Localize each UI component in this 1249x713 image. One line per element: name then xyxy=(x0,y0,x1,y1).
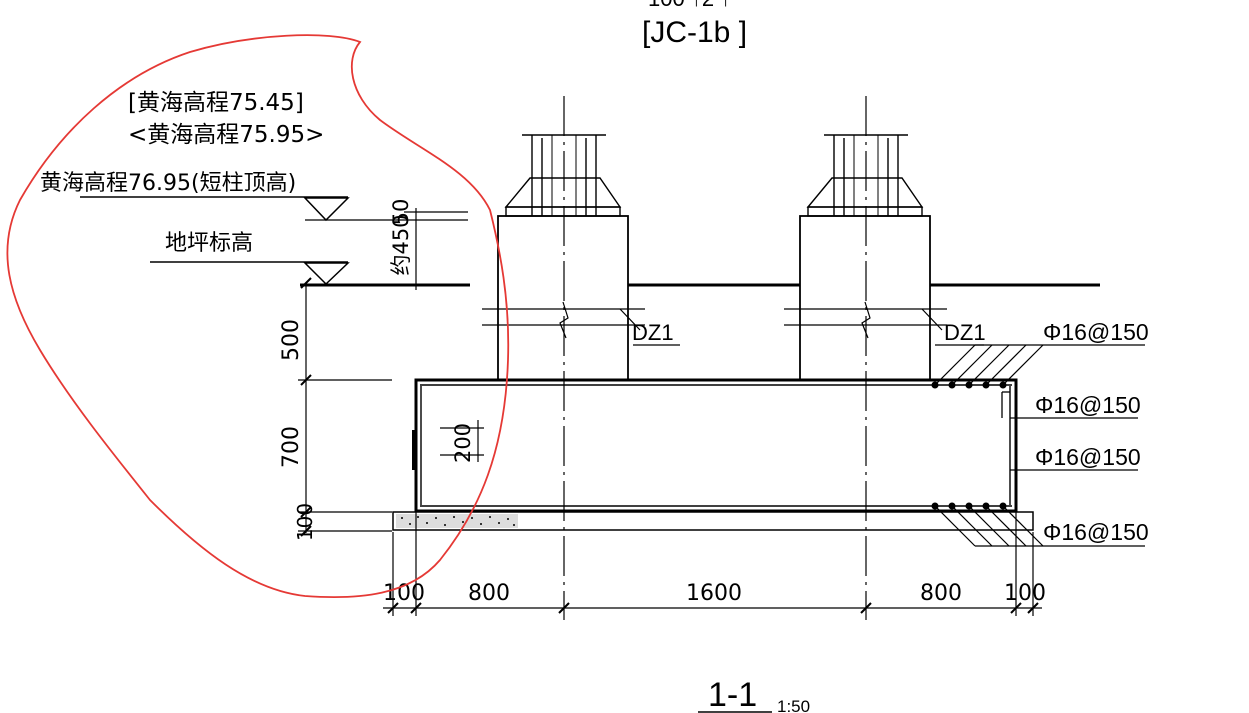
bedding-hatch xyxy=(396,514,518,528)
rebar-leader-top xyxy=(934,344,1145,386)
dim-h-1600: 1600 xyxy=(686,581,742,606)
dim-200: 200 xyxy=(451,423,475,463)
elevation-label-3: 黄海高程76.95(短柱顶高) xyxy=(40,171,296,196)
floor-triangle-icon xyxy=(303,262,350,286)
dim-500: 500 xyxy=(279,319,304,361)
dim-h-100-right: 100 xyxy=(1004,581,1046,606)
foundation-base xyxy=(414,378,1018,513)
elevation-triangle-icon xyxy=(303,197,350,222)
markup-circle xyxy=(6,34,510,599)
column-right xyxy=(784,96,984,620)
elevation-label-2: <黄海高程75.95> xyxy=(128,122,324,148)
dim-approx-450: 约450 xyxy=(389,214,413,275)
top-label: [JC-1b ] xyxy=(642,16,747,49)
column-tag-left: DZ1 xyxy=(632,320,674,345)
floor-level-label: 地坪标高 xyxy=(165,231,253,256)
rebar-label-4: Φ16@150 xyxy=(1043,519,1149,545)
elevation-label-1: [黄海高程75.45] xyxy=(128,90,304,116)
dim-100-vertical: 100 xyxy=(293,503,317,541)
section-title: 1-1 xyxy=(708,676,757,713)
bedding-hatch-dots xyxy=(401,516,515,526)
column-tag-right: DZ1 xyxy=(944,320,986,345)
rebar-label-1: Φ16@150 xyxy=(1043,319,1149,345)
dim-h-800-left: 800 xyxy=(468,581,510,606)
rebar-label-3: Φ16@150 xyxy=(1035,444,1141,470)
section-scale: 1:50 xyxy=(777,697,810,713)
bedding-layer xyxy=(392,511,1034,531)
tick-mark xyxy=(300,277,312,289)
dim-ticks xyxy=(387,602,1039,614)
dim-50: 50 xyxy=(389,199,413,226)
top-label-partial: 100 ↑2 ↑ xyxy=(648,0,731,11)
tick-mark xyxy=(300,506,312,518)
rebar-label-2: Φ16@150 xyxy=(1035,392,1141,418)
dim-ext-lines xyxy=(392,512,1034,616)
rebar-leader-bottom xyxy=(934,505,1145,547)
tick-mark xyxy=(300,525,312,537)
tick-mark xyxy=(300,374,312,386)
column-left xyxy=(482,96,680,620)
dim-h-800-right: 800 xyxy=(920,581,962,606)
dim-700: 700 xyxy=(279,426,304,468)
